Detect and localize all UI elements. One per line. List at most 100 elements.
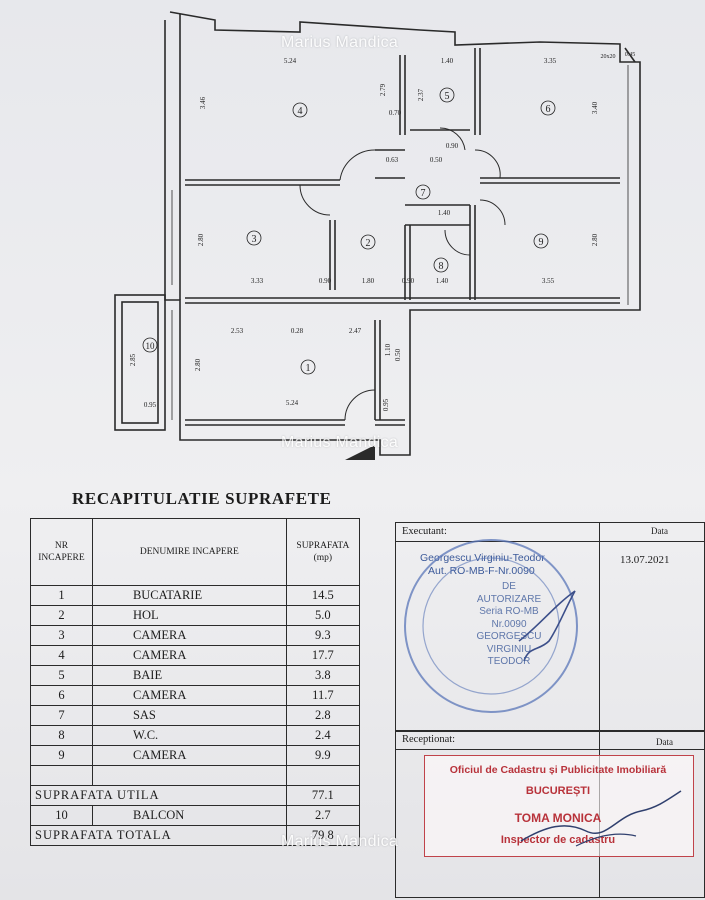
dimension-label: 0.50 <box>394 348 402 361</box>
dimension-label: 1.40 <box>441 57 454 65</box>
dimension-label: 0.28 <box>291 327 304 335</box>
dimension-label: 0.50 <box>430 156 443 164</box>
receptionat-box: Receptionat: Data Oficiul de Cadastru și… <box>395 730 705 898</box>
balcon-name: BALCON <box>91 805 287 826</box>
round-stamp <box>404 539 578 713</box>
room-label: 10 <box>146 341 156 351</box>
office-stamp-line2: BUCUREȘTI <box>525 785 591 797</box>
util-row: SUPRAFATA UTILA 77.1 <box>30 785 361 806</box>
dimension-label: 3.46 <box>199 96 207 109</box>
dimension-label: 0.90 <box>319 277 332 285</box>
cell-nr: 2 <box>30 605 93 626</box>
dimension-label: 0.63 <box>386 156 399 164</box>
room-label: 5 <box>445 91 450 102</box>
cell-area: 5.0 <box>285 605 361 626</box>
dimension-label: 5.24 <box>286 399 299 407</box>
cell-area: 9.3 <box>285 625 361 646</box>
col-header-area: SUPRAFATA (mp) <box>285 518 361 586</box>
dimension-label: 20x20 <box>601 54 616 60</box>
dimension-label: 3.33 <box>251 277 264 285</box>
cell-nr: 6 <box>30 685 93 706</box>
cell-nr: 4 <box>30 645 93 666</box>
cell-area: 17.7 <box>285 645 361 666</box>
room-label: 7 <box>421 188 426 199</box>
office-stamp-line3: TOMA MONICA <box>514 811 602 825</box>
balcon-row: 10 BALCON 2.7 <box>30 805 361 826</box>
col-header-name: DENUMIRE INCAPERE <box>91 518 287 586</box>
dimension-label: 0.90 <box>402 277 415 285</box>
dimension-label: 2.80 <box>197 233 205 246</box>
dimension-label: 0.90 <box>446 142 459 150</box>
room-label: 4 <box>298 106 303 117</box>
dimension-label: 3.40 <box>591 101 599 114</box>
dimension-label: 0.70 <box>389 109 402 117</box>
cell-name: CAMERA <box>91 645 287 666</box>
dimension-label: 2.53 <box>231 327 244 335</box>
total-label: SUPRAFATA TOTALA <box>30 825 287 846</box>
room-label: 6 <box>546 104 551 115</box>
cell-nr: 9 <box>30 745 93 766</box>
dimension-label: 1.10 <box>384 343 392 356</box>
round-stamp-text: DE AUTORIZARE Seria RO-MB Nr.0090 GEORGE… <box>476 581 542 667</box>
watermark: Marius Mandica <box>281 434 399 451</box>
cell-area: 14.5 <box>285 585 361 606</box>
cell-area: 9.9 <box>285 745 361 766</box>
total-row: SUPRAFATA TOTALA 79.8 <box>30 825 361 846</box>
office-stamp-line1: Oficiul de Cadastru și Publicitate Imobi… <box>449 764 667 776</box>
cell-nr: 7 <box>30 705 93 726</box>
cell-name: BUCATARIE <box>91 585 287 606</box>
dimension-label: 1.40 <box>438 209 451 217</box>
dimension-label: 2.47 <box>349 327 362 335</box>
signature <box>520 790 682 847</box>
dimension-label: 3.55 <box>542 277 555 285</box>
receptionat-date-label: Data <box>656 737 673 747</box>
executant-box: Executant: Data 13.07.2021 Georgescu Vir… <box>395 522 705 732</box>
cell-nr: 5 <box>30 665 93 686</box>
dimension-label: 1.80 <box>362 277 375 285</box>
dimension-label: 0.45 <box>625 52 636 58</box>
cell-nr: 8 <box>30 725 93 746</box>
cell-area: 2.8 <box>285 705 361 726</box>
executant-date: 13.07.2021 <box>620 554 670 566</box>
dimension-label: 1.40 <box>436 277 449 285</box>
dimension-label: 2.85 <box>129 353 137 366</box>
cell-name: CAMERA <box>91 625 287 646</box>
receptionat-label: Receptionat: <box>402 734 456 745</box>
total-value: 79.8 <box>285 825 361 846</box>
room-label: 1 <box>306 363 311 374</box>
dimension-label: 5.24 <box>284 57 297 65</box>
util-label: SUPRAFATA UTILA <box>30 785 287 806</box>
balcon-value: 2.7 <box>285 805 361 826</box>
room-label: 8 <box>439 261 444 272</box>
balcon-nr: 10 <box>30 805 93 826</box>
table-row-empty <box>30 765 361 786</box>
cell-name: W.C. <box>91 725 287 746</box>
room-label: 2 <box>366 238 371 249</box>
col-header-nr: NR INCAPERE <box>30 518 93 586</box>
dimension-label: 2.80 <box>591 233 599 246</box>
recap-title: RECAPITULATIE SUPRAFETE <box>72 489 332 508</box>
cell-name: CAMERA <box>91 685 287 706</box>
cell-name: CAMERA <box>91 745 287 766</box>
watermark: Marius Mandica <box>281 34 399 51</box>
cell-area: 11.7 <box>285 685 361 706</box>
room-label: 9 <box>539 237 544 248</box>
room-label: 3 <box>252 234 257 245</box>
util-value: 77.1 <box>285 785 361 806</box>
cell-nr: 3 <box>30 625 93 646</box>
dimension-label: 2.37 <box>417 88 425 101</box>
dimension-label: 2.80 <box>194 358 202 371</box>
cell-name: BAIE <box>91 665 287 686</box>
executant-label: Executant: <box>402 526 447 537</box>
cell-area: 2.4 <box>285 725 361 746</box>
office-stamp <box>424 755 694 857</box>
watermark: Marius Mandica <box>281 833 399 850</box>
